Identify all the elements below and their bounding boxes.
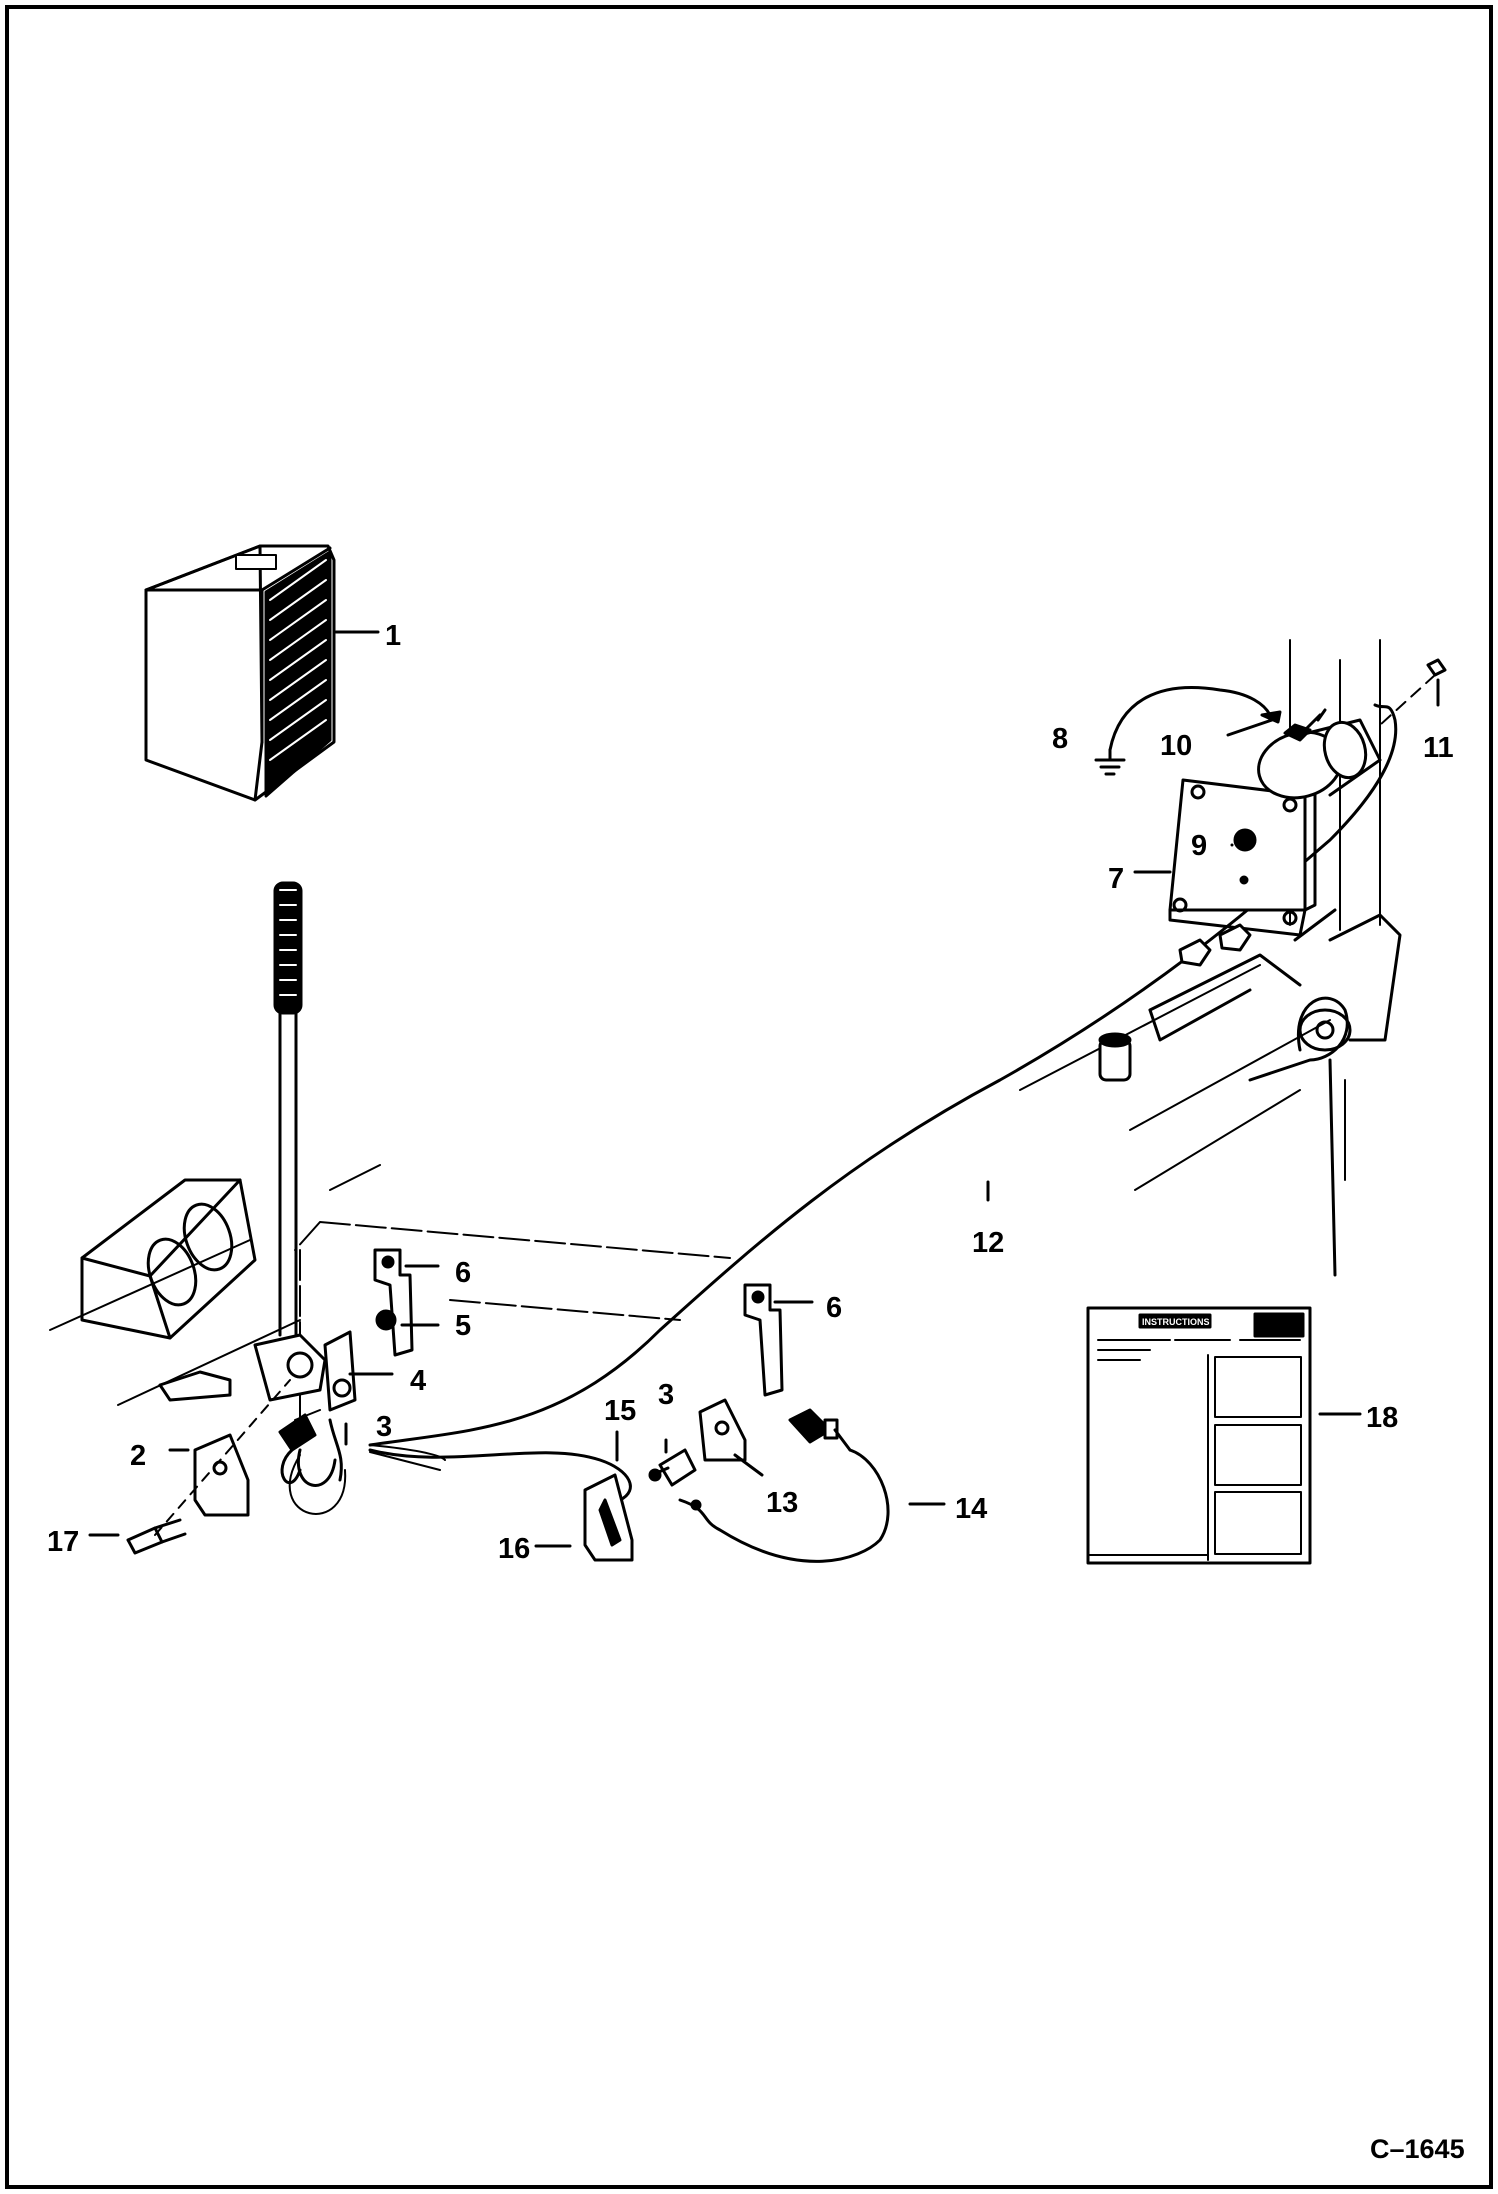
gauge-housing xyxy=(49,1178,301,1406)
wire-harness-12 xyxy=(368,703,1398,1447)
bracket-plate-4 xyxy=(323,1330,357,1412)
decal-heading: INSTRUCTIONS xyxy=(1142,1317,1210,1327)
callout-16: 16 xyxy=(498,1533,530,1565)
callout-3-left: 3 xyxy=(376,1411,392,1443)
bracket-6-left xyxy=(373,1248,414,1357)
console-box xyxy=(144,544,336,802)
ground-wire-8 xyxy=(1094,686,1282,776)
wire-15 xyxy=(368,1448,632,1502)
callout-5: 5 xyxy=(455,1310,471,1342)
bracket-16 xyxy=(583,1473,634,1562)
nut-5 xyxy=(375,1309,397,1331)
callout-18: 18 xyxy=(1366,1402,1398,1434)
callout-2: 2 xyxy=(130,1440,146,1472)
callout-10: 10 xyxy=(1160,730,1192,762)
callout-15: 15 xyxy=(604,1395,636,1427)
bracket-6-right xyxy=(743,1283,784,1397)
control-lever xyxy=(158,881,327,1402)
callout-6-right: 6 xyxy=(826,1292,842,1324)
callout-8: 8 xyxy=(1052,723,1068,755)
nut-9 xyxy=(1233,828,1257,852)
callout-1: 1 xyxy=(385,620,401,652)
solenoid-10 xyxy=(1257,708,1382,800)
callout-7: 7 xyxy=(1108,863,1124,895)
figure-id: C–1645 xyxy=(1370,2134,1465,2164)
floor-panel-edge xyxy=(294,1221,731,1421)
bushing xyxy=(1098,1032,1132,1082)
callout-9: 9 xyxy=(1191,830,1207,862)
switch-3-right xyxy=(648,1448,890,1563)
callout-17: 17 xyxy=(47,1526,79,1558)
callout-14: 14 xyxy=(955,1493,987,1525)
callout-13: 13 xyxy=(766,1487,798,1519)
bolt-11 xyxy=(1379,658,1447,726)
switch-3-left xyxy=(278,1413,347,1515)
plate-13 xyxy=(698,1398,747,1462)
frame-rail xyxy=(1019,639,1402,1277)
callout-4: 4 xyxy=(410,1365,426,1397)
callout-3-right: 3 xyxy=(658,1379,674,1411)
callout-6-left: 6 xyxy=(455,1257,471,1289)
instruction-decal-18 xyxy=(1086,1306,1312,1565)
callout-11: 11 xyxy=(1423,732,1454,764)
bracket-2 xyxy=(193,1433,250,1517)
page-border xyxy=(5,5,1493,2189)
connector-14 xyxy=(788,1408,852,1452)
callout-12: 12 xyxy=(972,1227,1004,1259)
leader-lines xyxy=(88,630,1440,1548)
bolt-17 xyxy=(126,1379,291,1555)
